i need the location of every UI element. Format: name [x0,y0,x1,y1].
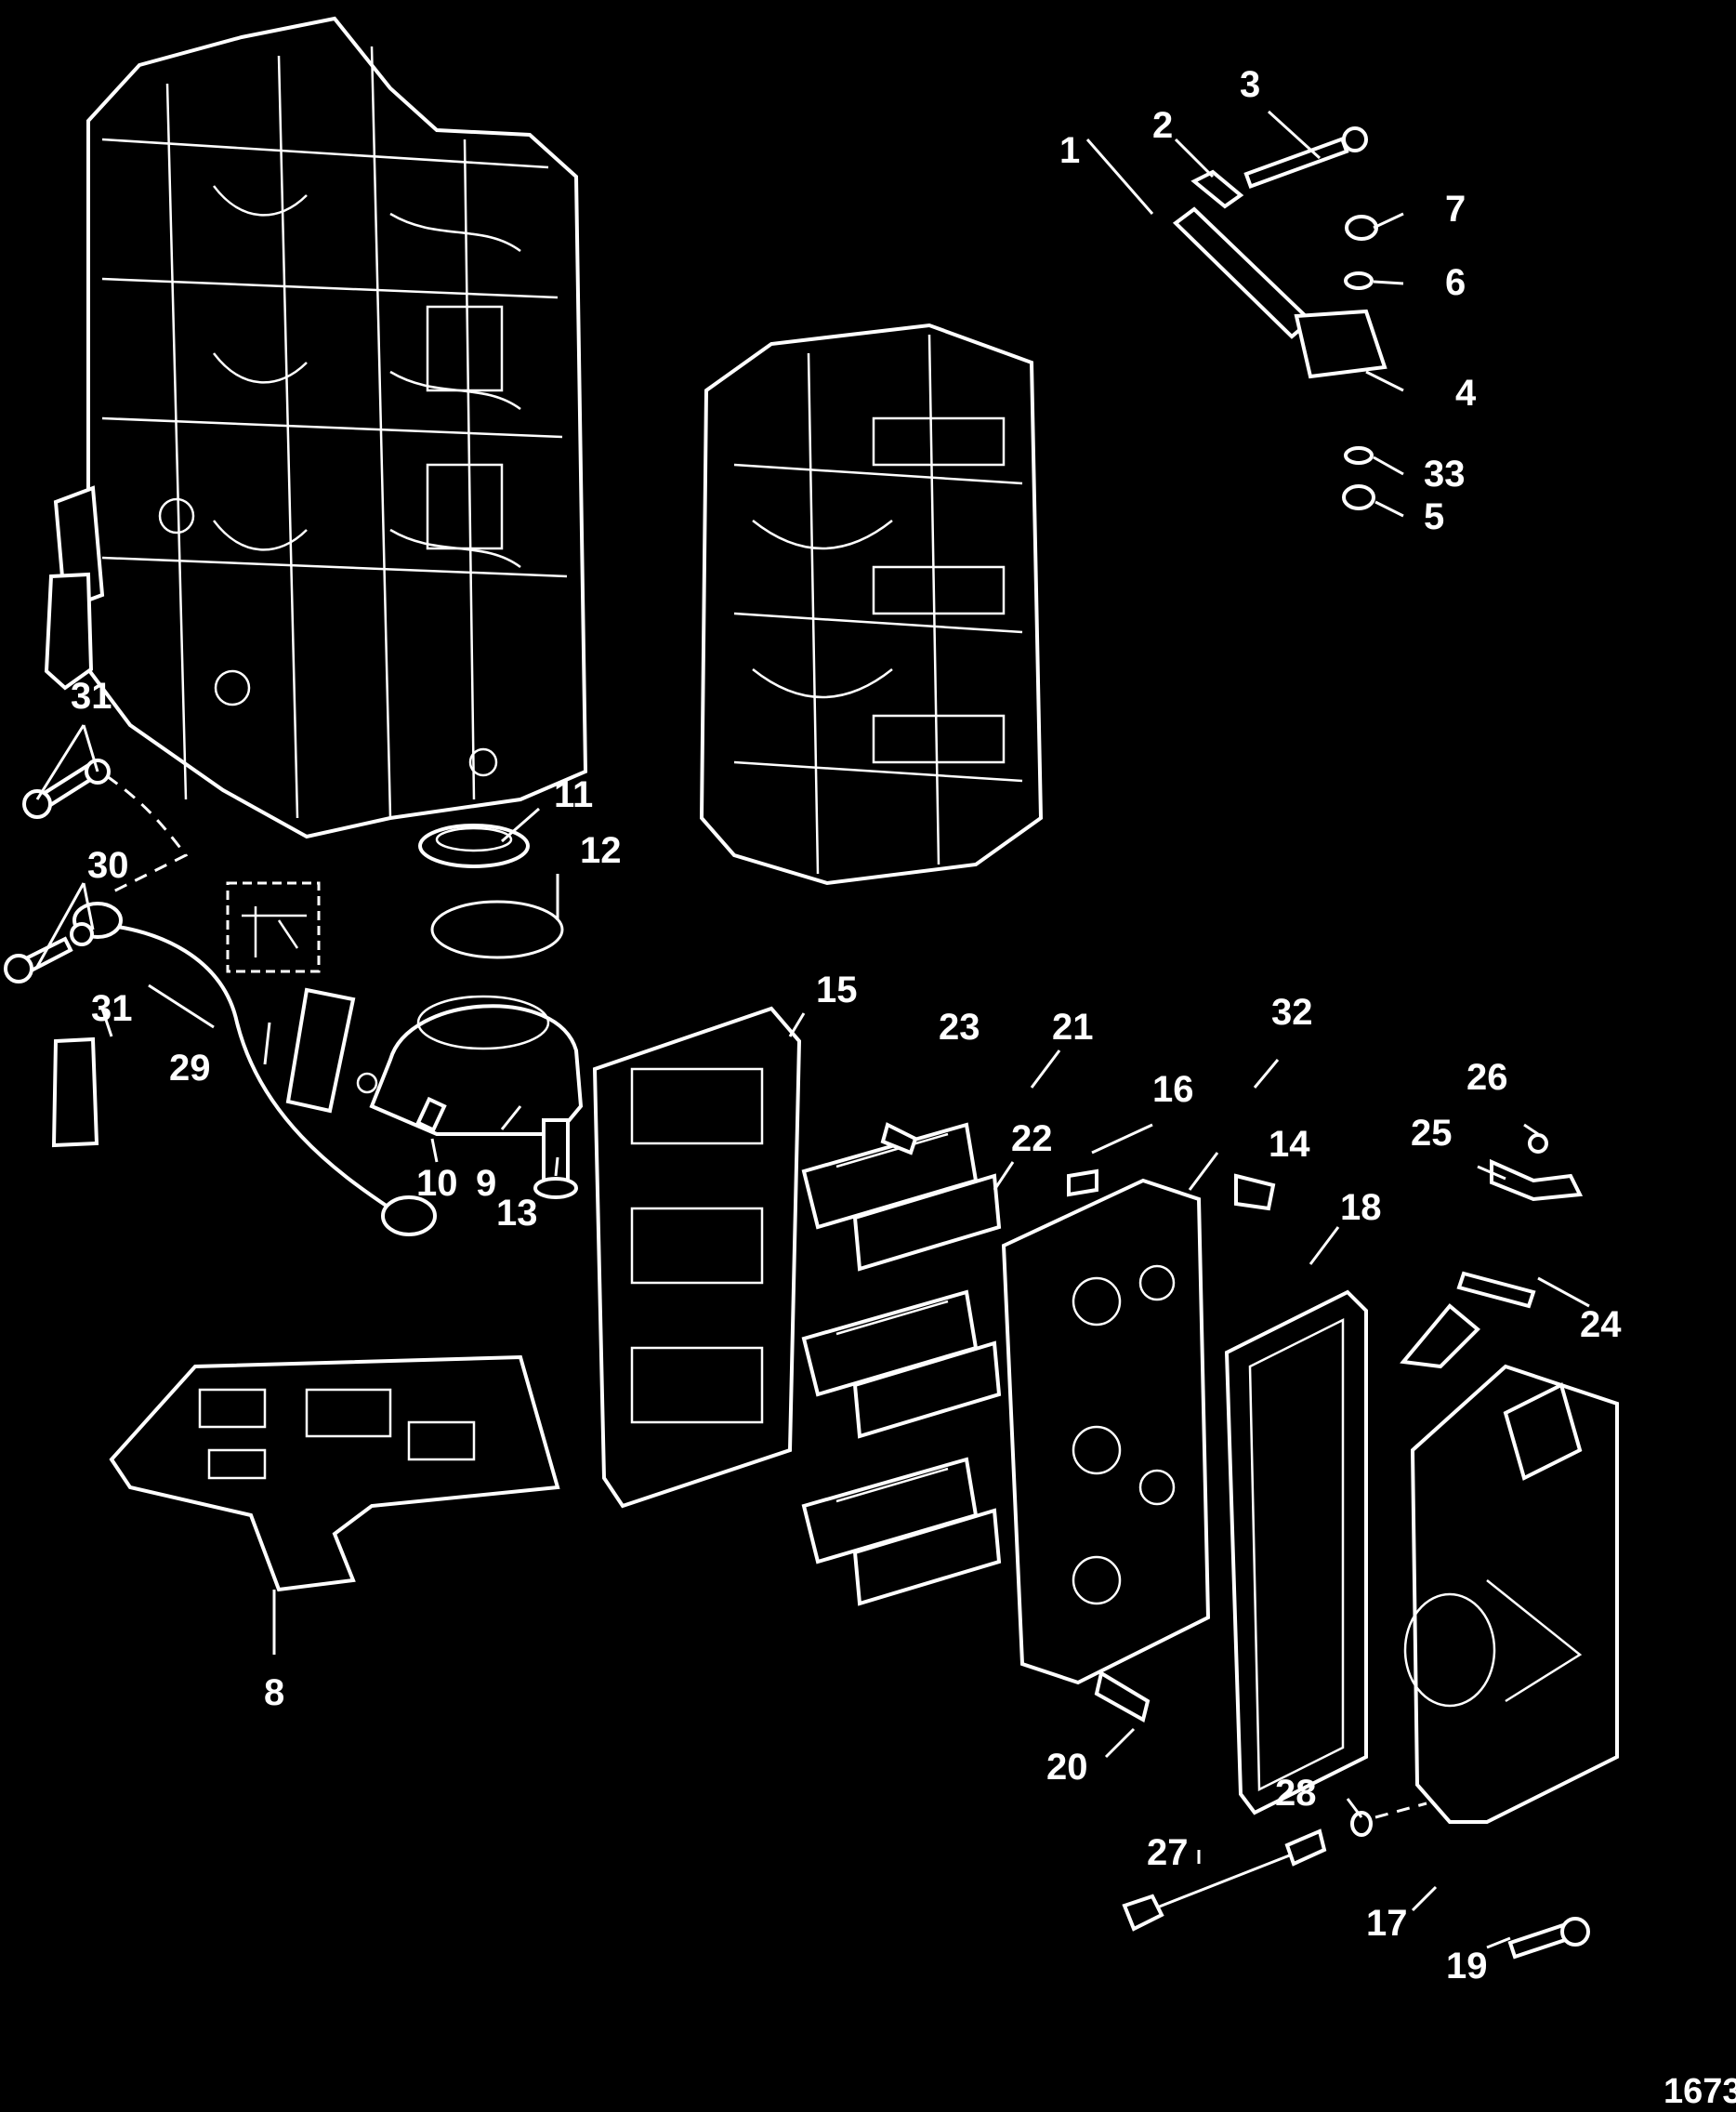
callout-12: 12 [580,830,622,871]
callout-26: 26 [1466,1057,1508,1098]
callout-3: 3 [1240,64,1260,105]
callout-29: 29 [169,1048,211,1089]
tube-label-14: 14 [307,1032,329,1055]
callout-23: 23 [939,1007,980,1048]
sensor-27 [1122,1802,1427,1932]
callout-24: 24 [1580,1304,1622,1345]
callout-16: 16 [1152,1069,1194,1110]
callout-17: 17 [1366,1903,1408,1944]
callout-19: 19 [1446,1946,1488,1987]
bracket-assembly [1172,126,1387,510]
callout-9: 9 [476,1163,496,1204]
sealant-tubes: 25 25 14 36 [44,572,1480,1369]
reed-gasket-15 [592,1006,802,1509]
callout-8: 8 [264,1672,284,1713]
callout-20: 20 [1046,1747,1088,1788]
callout-25: 25 [1411,1113,1453,1154]
reed-valves [801,1122,1002,1606]
callout-labels: 1 2 3 4 5 6 7 8 9 10 11 12 13 14 15 16 1… [71,64,1622,1987]
gasket-8 [109,1354,560,1592]
callout-1: 1 [1059,130,1080,171]
tube-label-36: 36 [1422,1339,1444,1362]
callout-6: 6 [1445,262,1466,303]
callout-30: 30 [87,845,129,886]
callout-2: 2 [1152,105,1173,146]
figure-number: 1673 [1664,2072,1736,2111]
adapter-plate-14 [880,1122,1276,1723]
callout-33: 33 [1424,454,1466,495]
callout-32: 32 [1271,992,1313,1033]
intake-manifold-17 [1350,1133,1619,1960]
callout-28: 28 [1275,1773,1317,1814]
callout-13: 13 [496,1193,538,1234]
callout-21: 21 [1052,1007,1094,1048]
callout-31-lower: 31 [91,988,133,1029]
tube-label-25-upper: 25 [56,595,78,618]
callout-15: 15 [816,970,858,1010]
callout-4: 4 [1455,373,1477,414]
gasket-18 [1224,1289,1368,1815]
callout-27: 27 [1147,1832,1189,1873]
callout-31-upper: 31 [71,676,112,717]
end-cap-assembly [226,824,584,1199]
callout-7: 7 [1445,189,1466,230]
callout-22: 22 [1011,1118,1053,1159]
callout-5: 5 [1424,496,1444,537]
callout-18: 18 [1340,1187,1382,1228]
crankcase-cover [699,323,1044,886]
hose-and-fasteners [4,759,437,1236]
callout-11: 11 [554,774,593,815]
leader-lines [35,110,1590,1949]
cylinder-block [53,16,588,839]
tube-label-25-lower: 25 [63,1064,85,1088]
callout-10: 10 [416,1163,458,1204]
callout-14: 14 [1269,1124,1310,1165]
